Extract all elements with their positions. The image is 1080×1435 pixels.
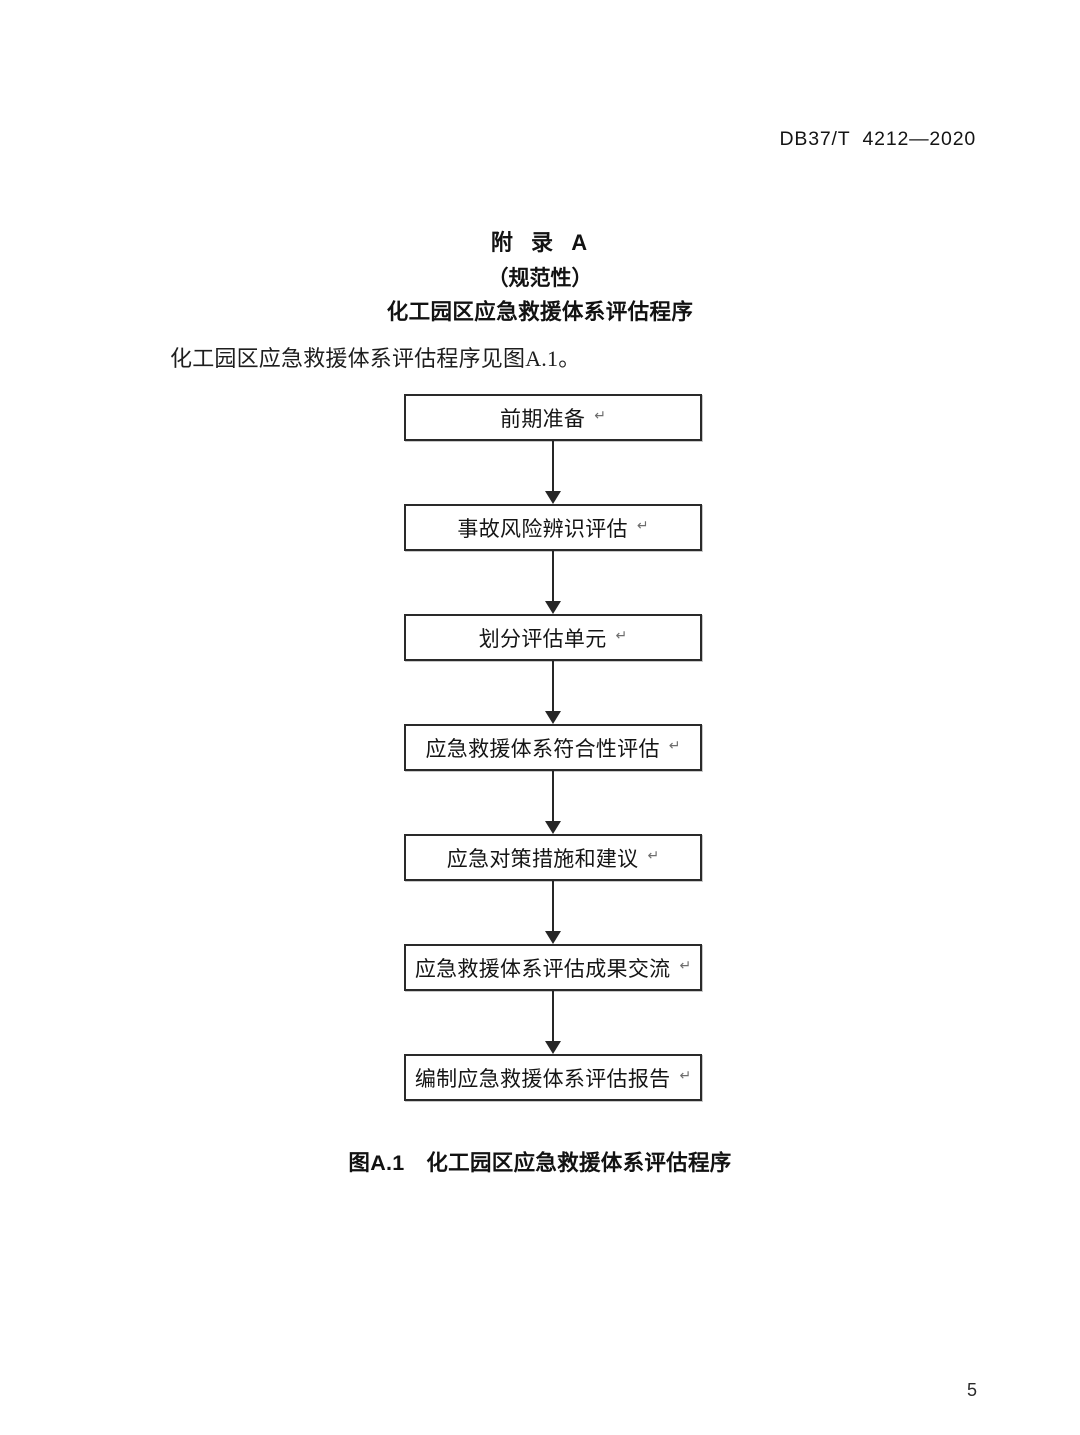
- flow-connector-arrow: [404, 551, 702, 614]
- annex-title-block: 附 录 A （规范性） 化工园区应急救援体系评估程序: [0, 232, 1080, 324]
- connector-line: [552, 661, 554, 713]
- return-mark-icon: ↵: [615, 627, 628, 643]
- connector-line: [552, 881, 554, 933]
- arrowhead-down-icon: [545, 931, 561, 944]
- flow-node: 前期准备 ↵: [404, 394, 702, 441]
- flow-node-label: 应急救援体系符合性评估: [425, 737, 660, 761]
- return-mark-icon: ↵: [594, 407, 606, 423]
- flow-node-label: 划分评估单元: [478, 627, 607, 651]
- flow-node-label: 事故风险辨识评估: [457, 517, 628, 541]
- connector-line: [552, 551, 554, 603]
- annex-label: 附 录 A: [490, 230, 590, 255]
- flow-connector-arrow: [404, 771, 702, 834]
- flow-node: 应急救援体系符合性评估 ↵: [404, 724, 702, 771]
- flow-connector-arrow: [404, 441, 702, 504]
- figure-caption: 图A.1 化工园区应急救援体系评估程序: [348, 1151, 732, 1175]
- flow-node-label: 应急救援体系评估成果交流: [414, 957, 671, 981]
- connector-line: [552, 771, 554, 823]
- annex-name: 化工园区应急救援体系评估程序: [386, 300, 694, 324]
- flow-node: 事故风险辨识评估 ↵: [404, 504, 702, 551]
- connector-line: [552, 441, 554, 493]
- flow-node: 编制应急救援体系评估报告 ↵: [404, 1054, 702, 1101]
- arrowhead-down-icon: [545, 491, 561, 504]
- return-mark-icon: ↵: [679, 957, 692, 973]
- return-mark-icon: ↵: [679, 1067, 692, 1083]
- flow-connector-arrow: [404, 661, 702, 724]
- connector-line: [552, 991, 554, 1043]
- flow-node: 应急对策措施和建议 ↵: [404, 834, 702, 881]
- page-number: 5: [966, 1380, 977, 1400]
- intro-paragraph: 化工园区应急救援体系评估程序见图A.1。: [170, 346, 581, 371]
- return-mark-icon: ↵: [668, 737, 681, 753]
- flow-connector-arrow: [404, 991, 702, 1054]
- flow-node: 应急救援体系评估成果交流 ↵: [404, 944, 702, 991]
- standard-number-header: DB37/T 4212—2020: [779, 128, 976, 150]
- flow-node-label: 前期准备: [500, 407, 586, 431]
- flow-connector-arrow: [404, 881, 702, 944]
- return-mark-icon: ↵: [636, 517, 649, 533]
- flow-node: 划分评估单元 ↵: [404, 614, 702, 661]
- return-mark-icon: ↵: [647, 847, 660, 863]
- arrowhead-down-icon: [545, 821, 561, 834]
- flow-node-label: 编制应急救援体系评估报告: [414, 1067, 671, 1091]
- evaluation-procedure-flowchart: 前期准备 ↵ 事故风险辨识评估 ↵ 划分评估单元 ↵ 应急救援体系符合性评估 ↵…: [404, 394, 702, 1101]
- annex-kind: （规范性）: [487, 267, 593, 290]
- flow-node-label: 应急对策措施和建议: [446, 847, 639, 871]
- arrowhead-down-icon: [545, 1041, 561, 1054]
- arrowhead-down-icon: [545, 601, 561, 614]
- arrowhead-down-icon: [545, 711, 561, 724]
